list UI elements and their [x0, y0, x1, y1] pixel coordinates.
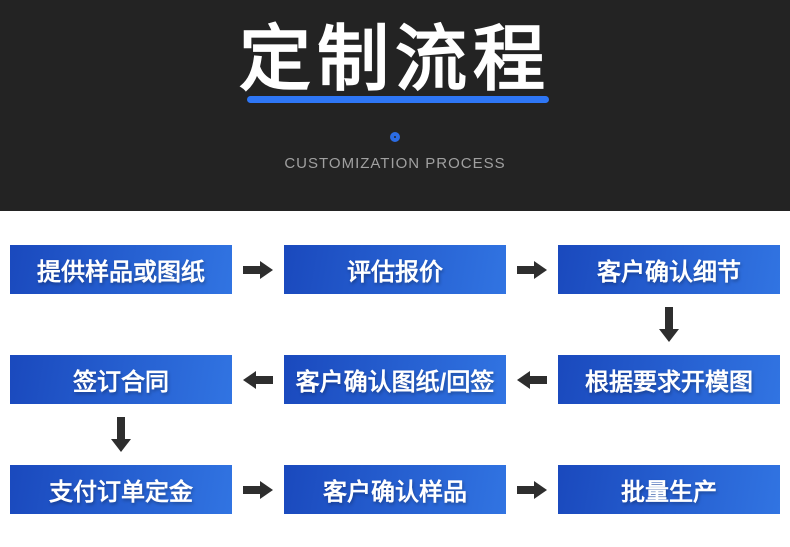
flow-step-box: 评估报价 — [284, 245, 506, 294]
flow-step-box: 支付订单定金 — [10, 465, 232, 514]
arrow-left-icon — [517, 371, 547, 389]
flow-step-box: 客户确认图纸/回签 — [284, 355, 506, 404]
arrow-right-icon — [243, 261, 273, 279]
flow-step-box: 客户确认样品 — [284, 465, 506, 514]
flow-step-box: 客户确认细节 — [558, 245, 780, 294]
process-flowchart: 提供样品或图纸 评估报价 客户确认细节 签订合同 客户确认图纸/回签 根据要求开… — [0, 211, 790, 547]
arrow-down-icon — [659, 307, 679, 342]
flow-step-box: 签订合同 — [10, 355, 232, 404]
arrow-right-icon — [517, 261, 547, 279]
flow-step-box: 根据要求开模图 — [558, 355, 780, 404]
arrow-left-icon — [243, 371, 273, 389]
arrow-right-icon — [243, 481, 273, 499]
ring-icon — [390, 132, 400, 143]
title-underline-accent — [246, 96, 549, 104]
page-title: 定制流程 — [238, 20, 551, 100]
flow-step-box: 提供样品或图纸 — [10, 245, 232, 294]
arrow-down-icon — [111, 417, 131, 452]
title-block: 定制流程 — [239, 14, 551, 106]
flow-step-box: 批量生产 — [558, 465, 780, 514]
banner-header: 定制流程 CUSTOMIZATION PROCESS — [0, 0, 790, 211]
arrow-right-icon — [517, 481, 547, 499]
page-subtitle: CUSTOMIZATION PROCESS — [284, 155, 506, 173]
